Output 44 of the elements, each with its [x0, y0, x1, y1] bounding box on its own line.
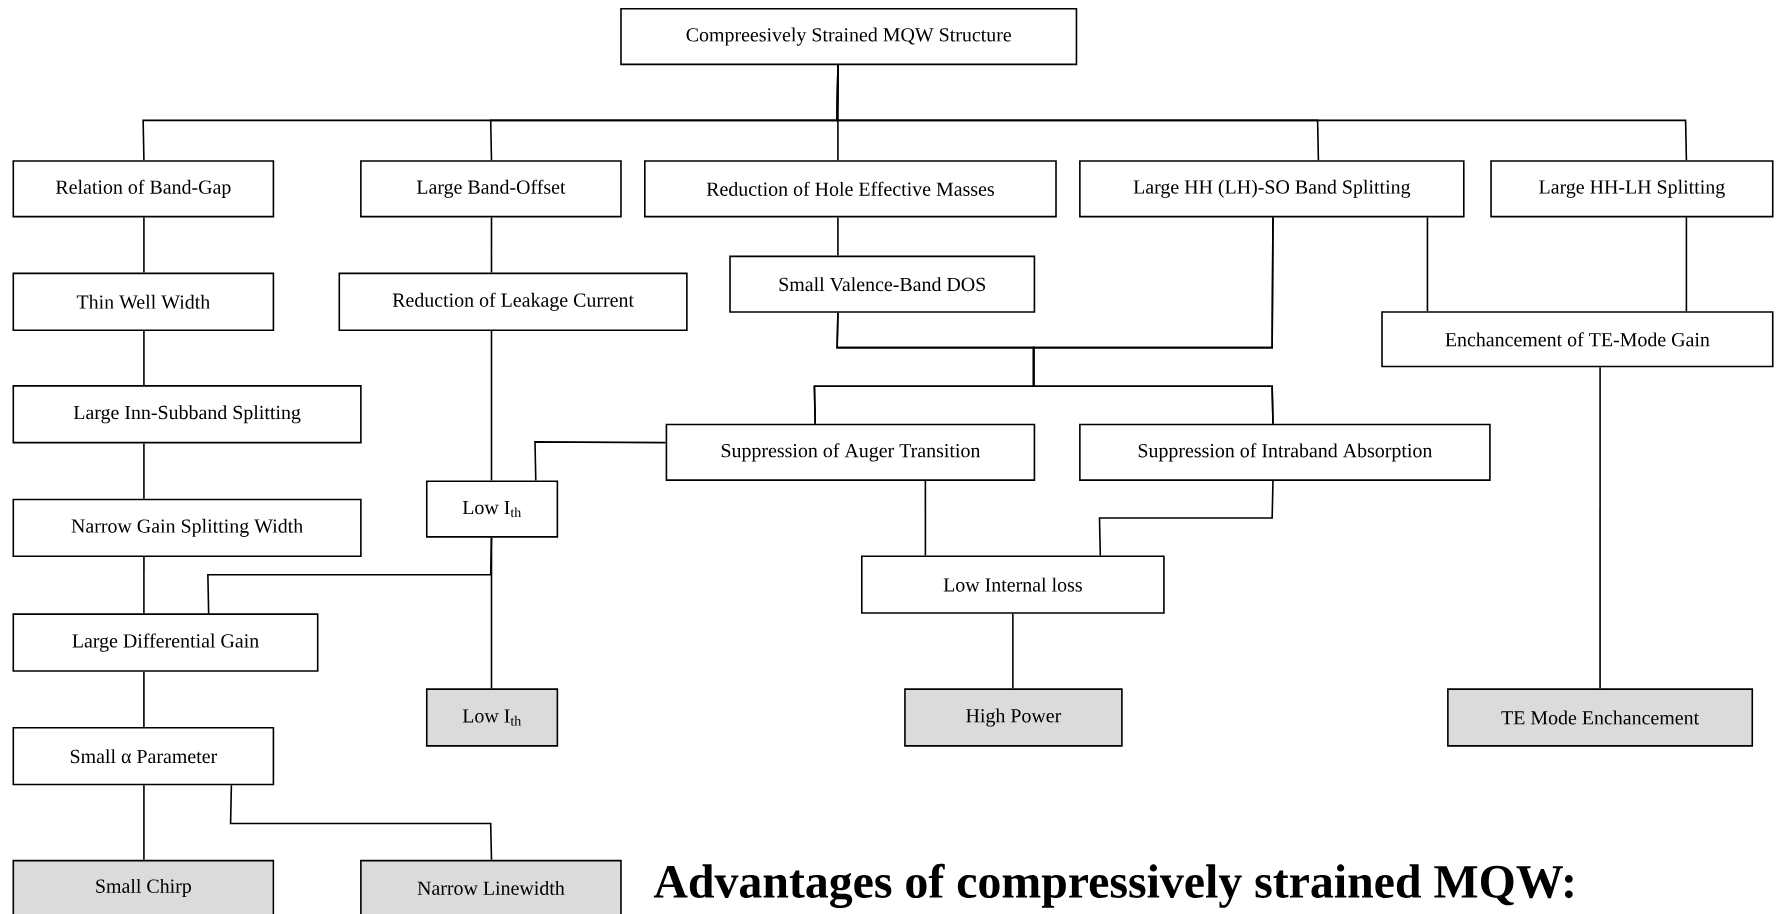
connector-line — [1098, 480, 1274, 557]
connector-line — [490, 330, 493, 482]
connector-line — [207, 536, 493, 615]
connector-line — [1685, 216, 1688, 313]
concept-box: Large HH (LH)-SO Band Splitting — [1079, 160, 1465, 218]
concept-box: Large Differential Gain — [12, 613, 319, 672]
concept-box: Reduction of Hole Effective Masses — [644, 160, 1057, 218]
result-box: Narrow Linewidth — [360, 859, 622, 914]
connector-line — [143, 216, 145, 274]
caption: Advantages of compressively strained MQW: — [653, 863, 1573, 909]
result-box: Small Chirp — [12, 859, 275, 914]
connector-line — [143, 330, 145, 386]
connector-line — [490, 216, 493, 274]
connector-line — [229, 784, 493, 861]
concept-box: Small α Parameter — [12, 726, 275, 786]
concept-box: Low I$_{th}$ — [425, 480, 559, 538]
connector-line — [836, 64, 1688, 161]
result-box: Low I$_{th}$ — [425, 688, 559, 747]
connector-line — [1426, 216, 1429, 313]
concept-box: Small Valence-Band DOS — [729, 255, 1036, 313]
connector-line — [837, 216, 839, 257]
concept-box: Reduction of Leakage Current — [338, 272, 688, 331]
connector-line — [143, 556, 145, 615]
result-box: High Power — [904, 688, 1123, 747]
connector-line — [924, 480, 927, 557]
concept-box: Large Inn-Subband Splitting — [12, 385, 362, 444]
result-box: TE Mode Enchancement — [1447, 688, 1754, 747]
connector-line — [1599, 366, 1601, 690]
concept-box: Thin Well Width — [12, 272, 275, 331]
concept-box: Suppression of Intraband Absorption — [1079, 423, 1491, 481]
connector-line — [534, 441, 667, 482]
connector-line — [143, 670, 145, 728]
connector-line — [1032, 216, 1274, 425]
connector-line — [143, 784, 145, 861]
concept-box: Enchancement of TE-Mode Gain — [1381, 311, 1774, 368]
concept-box: Large Band-Offset — [360, 160, 622, 218]
concept-box: Large HH-LH Splitting — [1490, 160, 1774, 218]
connector-line — [1012, 613, 1014, 690]
concept-box: Suppression of Auger Transition — [665, 423, 1036, 481]
concept-box: Relation of Band-Gap — [12, 160, 275, 218]
concept-box: Compreesively Strained MQW Structure — [620, 7, 1078, 66]
concept-box: Narrow Gain Splitting Width — [12, 498, 362, 557]
connector-line — [143, 442, 145, 500]
concept-box: Low Internal loss — [861, 555, 1165, 614]
